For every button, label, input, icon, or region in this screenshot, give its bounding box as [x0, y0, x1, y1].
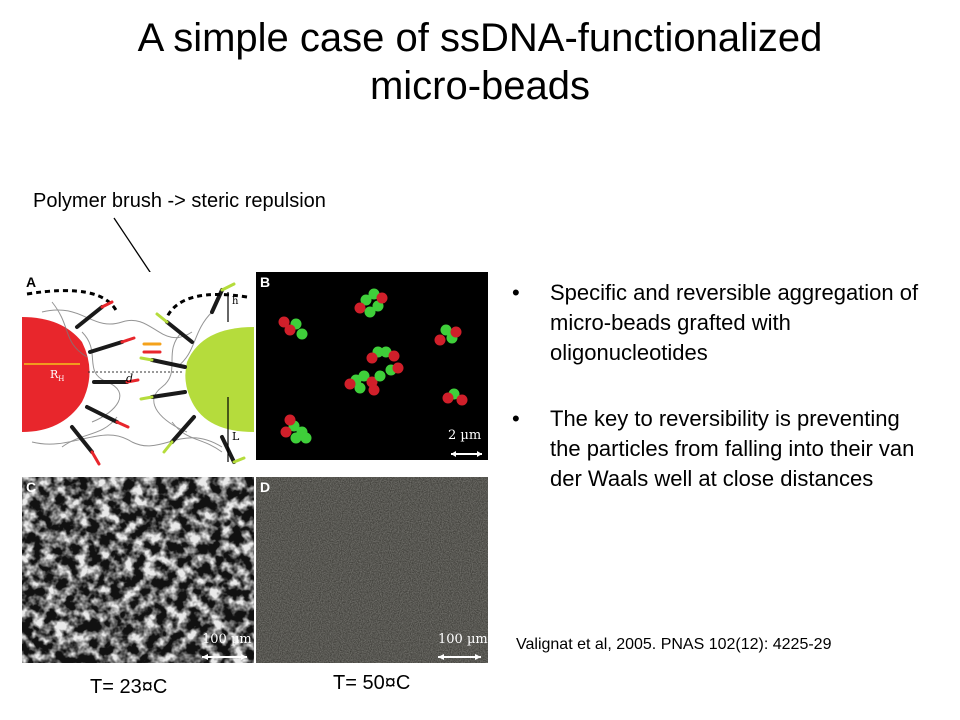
aggregated-micrograph: [22, 477, 254, 663]
bullet-dot-icon: •: [512, 406, 520, 431]
distance-label: d: [126, 372, 134, 385]
fluorescent-bead: [388, 350, 400, 362]
fluorescent-bead: [450, 326, 462, 338]
temperature-label-left: T= 23¤C: [90, 676, 168, 698]
fluorescent-bead: [284, 414, 296, 426]
panel-d-letter: D: [260, 479, 271, 495]
fluorescent-bead: [392, 362, 404, 374]
slide-title: A simple case of ssDNA-functionalized mi…: [137, 16, 823, 108]
bullet-list: • Specific and reversible aggregation of…: [512, 278, 932, 530]
fluorescent-bead: [442, 392, 454, 404]
radius-label: RH: [50, 368, 65, 384]
bullet-item: • Specific and reversible aggregation of…: [512, 278, 932, 368]
panel-d-scale-label: 100 µm: [438, 632, 488, 647]
h-label: h: [232, 296, 239, 307]
temperature-label-right: T= 50¤C: [333, 672, 411, 694]
fluorescent-bead: [434, 334, 446, 346]
figure-panel-a: A RH d L h: [22, 272, 254, 472]
fluorescent-bead: [368, 384, 380, 396]
figure-panel-b: B 2 µm: [256, 272, 488, 460]
panel-b-scale-label: 2 µm: [448, 428, 482, 443]
fluorescent-bead: [296, 328, 308, 340]
brush-schematic: [22, 282, 254, 466]
fluorescent-bead: [280, 426, 292, 438]
bullet-text: The key to reversibility is preventing t…: [550, 406, 915, 491]
panel-a-letter: A: [26, 274, 37, 290]
fluorescent-bead: [344, 378, 356, 390]
fluorescent-bead: [278, 316, 290, 328]
fluorescent-bead: [374, 370, 386, 382]
panel-c-letter: C: [26, 479, 37, 495]
fluorescent-bead: [354, 302, 366, 314]
fluorescent-bead: [290, 432, 302, 444]
fluorescent-bead: [358, 370, 370, 382]
bullet-dot-icon: •: [512, 280, 520, 305]
figure-panel-d: D 100 µm: [256, 477, 488, 663]
fluorescence-clusters: [278, 288, 482, 457]
panel-c-scale-label: 100 µm: [202, 632, 252, 647]
fluorescent-bead: [366, 352, 378, 364]
fluorescent-bead: [364, 306, 376, 318]
fluorescent-bead: [300, 432, 312, 444]
fluorescent-bead: [456, 394, 468, 406]
citation: Valignat et al, 2005. PNAS 102(12): 4225…: [516, 636, 832, 653]
figure-panel-c: C 100 µm: [22, 477, 254, 663]
fluorescent-bead: [354, 382, 366, 394]
fluorescent-bead: [440, 324, 452, 336]
bullet-item: • The key to reversibility is preventing…: [512, 404, 932, 494]
dispersed-micrograph: [256, 477, 488, 663]
polymer-brush-callout: Polymer brush -> steric repulsion: [33, 190, 326, 212]
fluorescent-bead: [376, 292, 388, 304]
panel-b-letter: B: [260, 274, 271, 290]
fluorescent-bead: [360, 294, 372, 306]
length-label: L: [232, 430, 240, 443]
fluorescent-bead: [284, 324, 296, 336]
bullet-text: Specific and reversible aggregation of m…: [550, 280, 919, 365]
